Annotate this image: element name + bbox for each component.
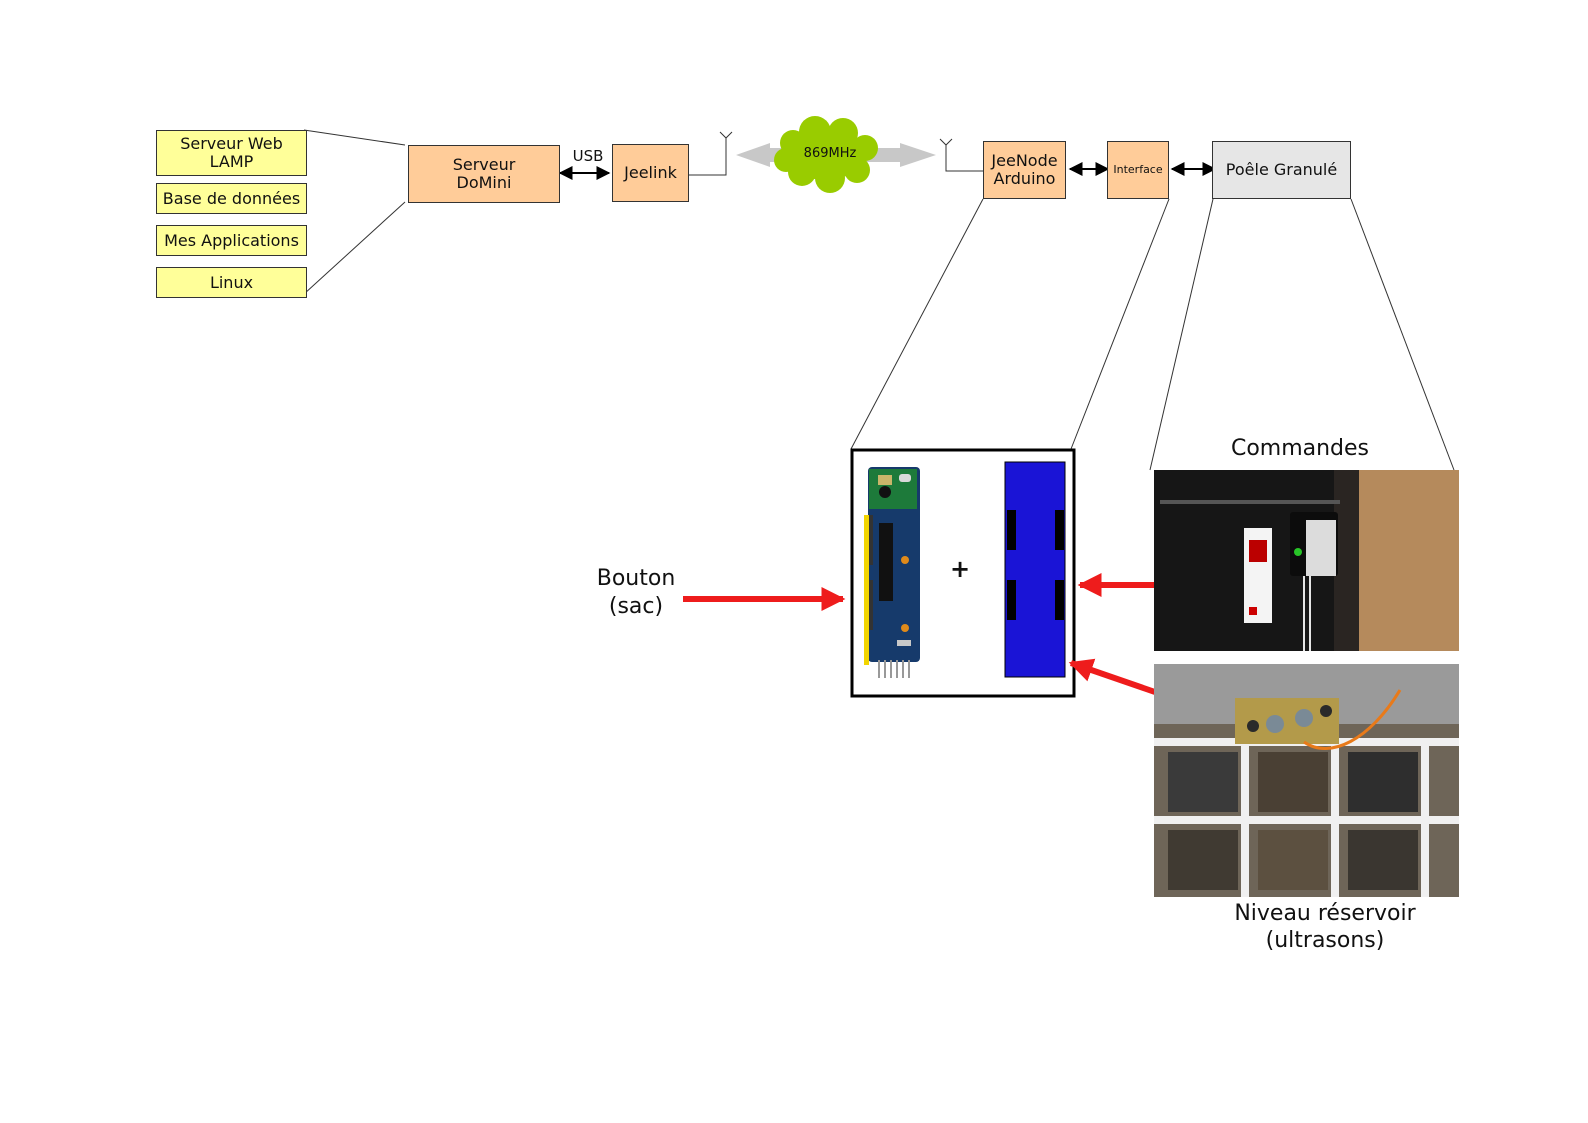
stack-item-database: Base de données [156,183,307,214]
stack-item-applications: Mes Applications [156,225,307,256]
zoom-line [1350,198,1455,471]
jeenode-box: JeeNode Arduino [983,141,1066,199]
zoom-line [1149,198,1214,471]
zoom-line [1070,198,1170,450]
niveau-label: Niveau réservoir (ultrasons) [1234,901,1416,953]
stack-item-web-server: Serveur Web LAMP [156,130,307,176]
jeelink-antenna [686,131,733,176]
connector-line [303,201,406,295]
jeenode-antenna [939,138,983,172]
commandes-label: Commandes [1230,436,1370,461]
interface-module-image [1004,461,1066,678]
interface-box: Interface [1107,141,1169,199]
stove-controls-photo [1154,470,1459,651]
tank-level-photo [1154,664,1459,897]
zoom-line [850,198,984,450]
radio-frequency-label: 869MHz [803,146,857,161]
connector-line [303,129,406,146]
server-box: Serveur DoMini [408,145,560,203]
stove-box: Poêle Granulé [1212,141,1351,199]
jeenode-board-image [864,467,920,678]
usb-label: USB [572,147,604,165]
plus-sign: + [949,555,971,583]
jeelink-box: Jeelink [612,144,689,202]
radio-cloud-icon [774,116,878,193]
stack-item-linux: Linux [156,267,307,298]
bouton-label: Bouton (sac) [596,566,676,619]
